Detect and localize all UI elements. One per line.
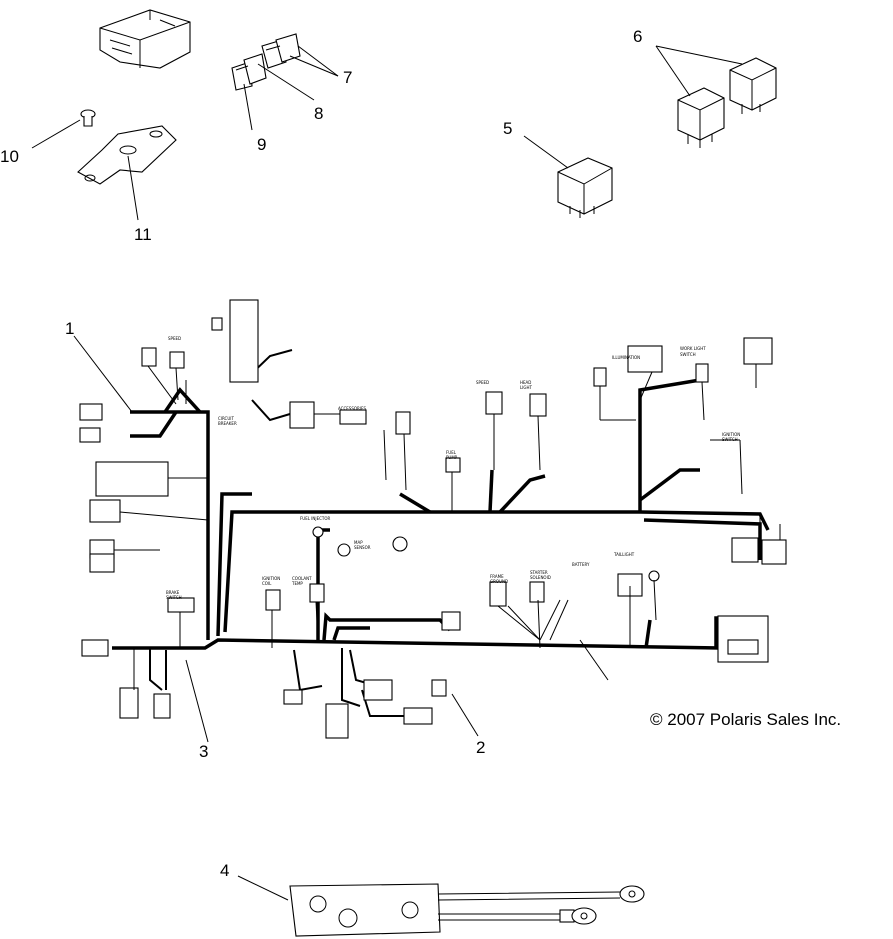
bracket-part xyxy=(77,125,177,185)
bottom-leader-lines xyxy=(73,335,479,901)
callout-3: 3 xyxy=(199,742,208,761)
svg-text:IGNITION: IGNITION xyxy=(262,576,280,581)
svg-text:BATTERY: BATTERY xyxy=(572,562,590,567)
callout-10: 10 xyxy=(0,147,19,166)
svg-text:SPEED: SPEED xyxy=(168,336,181,341)
relay-5-part xyxy=(557,157,613,218)
bolt-part xyxy=(80,109,96,127)
callout-7: 7 xyxy=(343,68,352,87)
copyright-notice: © 2007 Polaris Sales Inc. xyxy=(650,710,842,729)
callout-11: 11 xyxy=(134,225,152,244)
svg-text:ACCESSORIES: ACCESSORIES xyxy=(338,406,366,411)
top-leader-lines xyxy=(31,45,743,221)
svg-text:TAILLIGHT: TAILLIGHT xyxy=(613,552,635,557)
fuse-clip-parts xyxy=(231,33,301,91)
svg-text:BREAKER: BREAKER xyxy=(218,421,237,426)
svg-text:SWITCH: SWITCH xyxy=(166,595,182,600)
fuse-box-part xyxy=(99,9,191,69)
callout-1: 1 xyxy=(65,319,74,338)
svg-text:SPEED: SPEED xyxy=(476,380,489,385)
relay-6a-part xyxy=(677,87,725,148)
callout-5: 5 xyxy=(503,119,512,138)
svg-text:COOLANT: COOLANT xyxy=(292,576,312,581)
battery-cable-part xyxy=(289,883,645,937)
svg-text:STARTER: STARTER xyxy=(530,570,548,575)
svg-text:ILLUMINATION: ILLUMINATION xyxy=(612,355,640,360)
callout-numbers: 1 2 3 4 5 6 7 8 9 10 11 xyxy=(0,27,642,880)
svg-text:COIL: COIL xyxy=(262,581,272,586)
relay-6b-part xyxy=(729,57,777,114)
callout-6: 6 xyxy=(633,27,642,46)
callout-9: 9 xyxy=(257,135,266,154)
svg-text:FUEL INJECTOR: FUEL INJECTOR xyxy=(300,516,331,521)
main-harness xyxy=(112,300,770,717)
svg-text:LIGHT: LIGHT xyxy=(520,385,533,390)
svg-text:IGNITION: IGNITION xyxy=(722,432,740,437)
svg-text:CIRCUIT: CIRCUIT xyxy=(218,416,234,421)
svg-text:SENSOR: SENSOR xyxy=(354,545,371,550)
svg-text:SWITCH: SWITCH xyxy=(680,352,696,357)
svg-text:HEAD: HEAD xyxy=(520,380,531,385)
svg-text:GROUND: GROUND xyxy=(490,579,508,584)
svg-text:PUMP: PUMP xyxy=(446,455,458,460)
harness-connectors xyxy=(79,299,787,739)
svg-text:SOLENOID: SOLENOID xyxy=(530,575,551,580)
callout-8: 8 xyxy=(314,104,323,123)
svg-text:FUEL: FUEL xyxy=(446,450,457,455)
svg-text:FRAME: FRAME xyxy=(490,574,504,579)
svg-text:SWITCH: SWITCH xyxy=(722,437,738,442)
svg-text:WORK LIGHT: WORK LIGHT xyxy=(680,346,706,351)
svg-text:TEMP: TEMP xyxy=(291,581,303,586)
callout-4: 4 xyxy=(220,861,229,880)
harness-annotations: ILLUMINATION WORK LIGHT SWITCH IGNITION … xyxy=(114,336,781,690)
svg-text:MAP: MAP xyxy=(354,540,363,545)
svg-text:BRAKE: BRAKE xyxy=(166,590,180,595)
callout-2: 2 xyxy=(476,738,485,757)
